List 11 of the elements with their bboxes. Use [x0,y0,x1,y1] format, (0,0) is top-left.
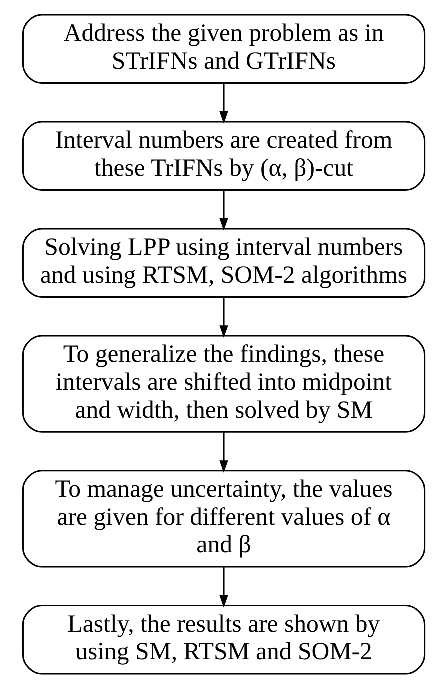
arrow [219,567,228,608]
arrow [219,84,228,124]
arrow [219,432,228,474]
node-box: Lastly, the results are shown by using SM, RTSM and SOM-2 [22,605,426,675]
node-box: To manage uncertainty, the values are given for different values of α and β [22,470,426,568]
arrow [219,190,228,231]
node-box: Solving LPP using interval numbers and using RTSM, SOM-2 algorithms [22,228,426,298]
arrow [219,297,228,338]
node-box: Interval numbers are created from these TrIFNs by (α, β)-cut [22,121,426,191]
node-box: Address the given problem as in STrIFNs and GTrIFNs [22,14,426,84]
node-box: To generalize the findings, these intervals are shifted into midpoint and width, then solved by SM [22,335,426,433]
